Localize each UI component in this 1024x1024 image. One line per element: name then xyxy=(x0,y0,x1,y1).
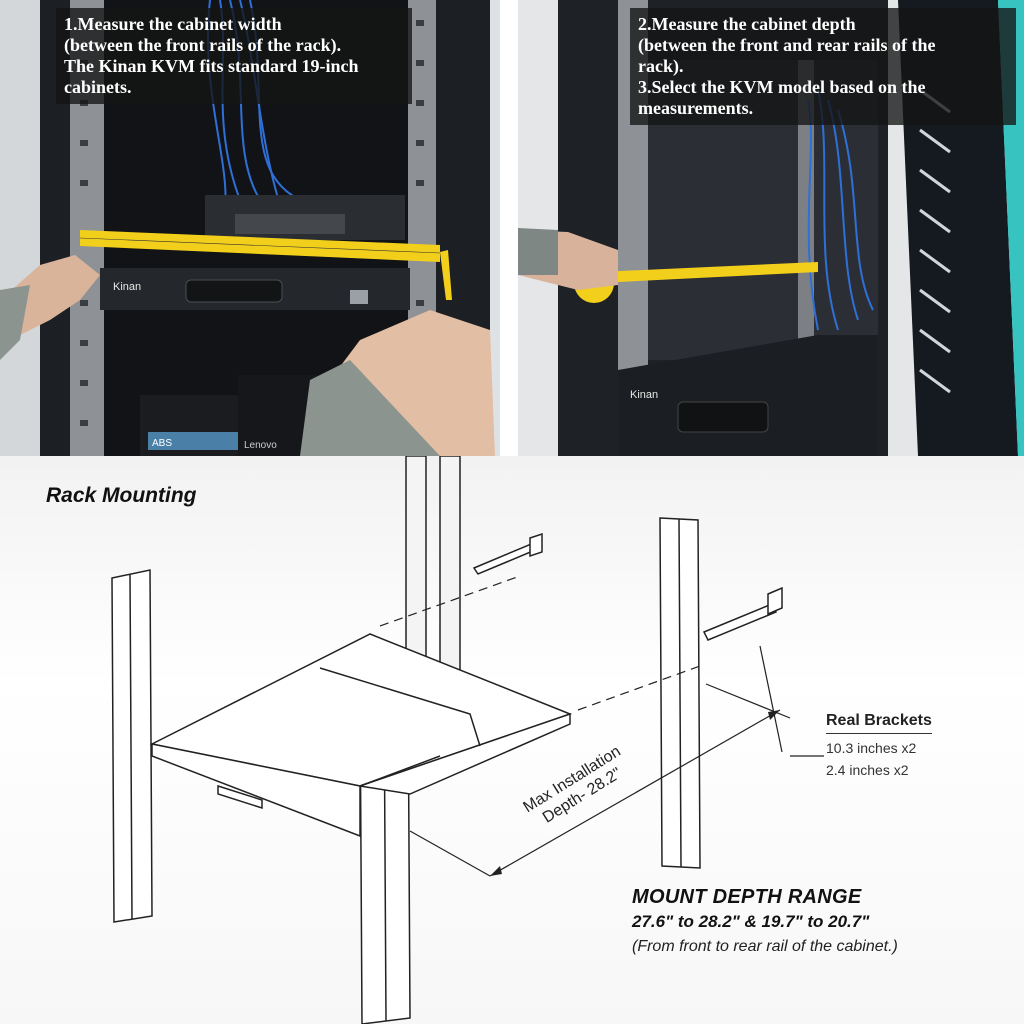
rack-mounting-title: Rack Mounting xyxy=(46,484,197,507)
width-caption: 1.Measure the cabinet width (between the… xyxy=(56,8,412,104)
ups-label: ABS xyxy=(152,438,172,449)
mount-depth-title: MOUNT DEPTH RANGE xyxy=(632,886,862,908)
ups2-label: Lenovo xyxy=(244,440,277,451)
mount-depth-note: (From front to rear rail of the cabinet.… xyxy=(632,938,898,955)
kvm-brand-label: Kinan xyxy=(113,281,141,293)
kvm-brand-label-depth: Kinan xyxy=(630,389,658,401)
photo-panel-depth: Kinan 2.Measure the cabinet depth (betwe… xyxy=(518,0,1024,456)
bracket-spec-1: 10.3 inches x2 xyxy=(826,740,917,756)
photo-panel-width: Kinan ABS Lenovo 1.Measure the cabinet w… xyxy=(0,0,500,456)
bracket-spec-2: 2.4 inches x2 xyxy=(826,762,909,778)
rack-mounting-diagram: Rack Mounting Real Brackets 10.3 inches … xyxy=(0,456,1024,1024)
brackets-title: Real Brackets xyxy=(826,712,932,734)
depth-caption: 2.Measure the cabinet depth (between the… xyxy=(630,8,1016,125)
rack-line-drawing xyxy=(111,456,824,1024)
mount-depth-range: 27.6" to 28.2" & 19.7" to 20.7" xyxy=(632,912,870,931)
